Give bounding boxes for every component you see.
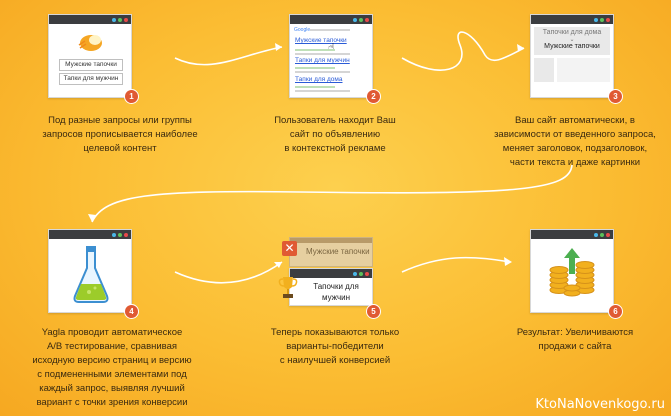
- search-logo: Google: [294, 27, 311, 33]
- result-line: [295, 86, 335, 88]
- step-6-caption: Результат: Увеличиваются продажи с сайта: [516, 327, 634, 352]
- step-1-field-1: Мужские тапочки: [59, 59, 123, 71]
- title-top: Тапочки для дома: [542, 29, 602, 36]
- text-block: [557, 58, 610, 82]
- result-line: [295, 71, 350, 73]
- step-2-window: Google Мужские тапочки ☝ Тапки для мужчи…: [289, 14, 373, 98]
- result-line: [295, 90, 350, 92]
- flask-icon: [73, 246, 109, 303]
- cursor-icon: ☝: [328, 42, 335, 54]
- search-bar: [310, 29, 350, 31]
- header-block: [534, 27, 610, 55]
- step-1-caption: Под разные запросы или группы запросов п…: [42, 115, 198, 154]
- arrow-4-5: [174, 261, 283, 284]
- step-5-badge: 5: [366, 304, 381, 319]
- step-1-window: Мужские тапочки Тапки для мужчин: [48, 14, 132, 98]
- ad-title: Мужские тапочки: [295, 37, 347, 44]
- step-4-window: [48, 229, 132, 313]
- arrow-2-3: [401, 31, 525, 71]
- watermark: KtoNaNovenkogo.ru: [535, 397, 665, 412]
- chevron-down-icon: ⌄: [569, 37, 575, 43]
- slipper-icon: [78, 35, 102, 51]
- step-6-window: [530, 229, 614, 313]
- trophy-icon: [278, 277, 298, 298]
- arrow-5-6: [401, 256, 511, 273]
- result-line: [295, 53, 350, 55]
- loser-label: Мужские тапочки: [306, 247, 370, 256]
- result-link-2: Тапки для дома: [295, 76, 343, 83]
- loser-variant: Мужские тапочки: [289, 237, 373, 267]
- result-line: [295, 49, 335, 51]
- arrow-3-4: [91, 164, 573, 223]
- image-block: [534, 58, 554, 82]
- close-icon: ✕: [282, 241, 297, 256]
- step-4-caption: Yagla проводит автоматическое A/B тестир…: [32, 327, 192, 408]
- step-1-field-2: Тапки для мужчин: [59, 73, 123, 85]
- step-3-badge: 3: [608, 89, 623, 104]
- step-2-caption: Пользователь находит Ваш сайт по объявле…: [274, 115, 396, 154]
- title-bottom: Мужские тапочки: [544, 43, 600, 50]
- result-line: [295, 67, 335, 69]
- step-3-window: Тапочки для дома ⌄ Мужские тапочки: [530, 14, 614, 98]
- step-6-badge: 6: [608, 304, 623, 319]
- coins-growth-icon: [549, 248, 595, 297]
- arrow-1-2: [174, 46, 283, 66]
- step-1-badge: 1: [124, 89, 139, 104]
- winner-variant: Тапочки для мужчин: [289, 268, 373, 306]
- winner-label: Тапочки для мужчин: [313, 282, 359, 302]
- step-5-caption: Теперь показываются только варианты-побе…: [270, 327, 400, 366]
- step-4-badge: 4: [124, 304, 139, 319]
- result-link-1: Тапки для мужчин: [295, 57, 350, 64]
- step-2-badge: 2: [366, 89, 381, 104]
- step-3-caption: Ваш сайт автоматически, в зависимости от…: [494, 115, 656, 168]
